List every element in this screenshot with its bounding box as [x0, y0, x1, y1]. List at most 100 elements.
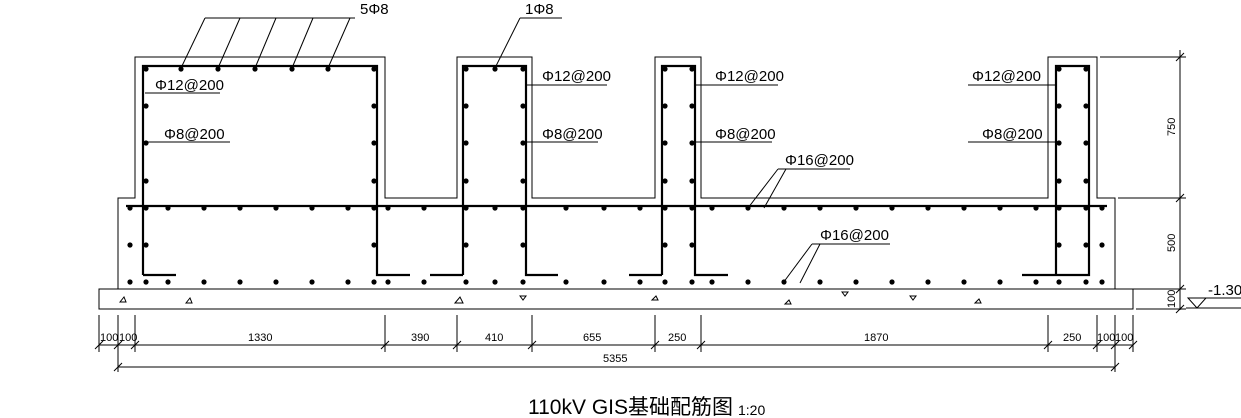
rebar-dot [689, 140, 695, 146]
leaders [145, 17, 1056, 284]
rebar-dot [237, 205, 243, 211]
rebar-dot [520, 66, 526, 72]
dim-seg-2: 100 [119, 332, 137, 344]
rebar-cages [126, 64, 1107, 277]
rebar-dot [385, 205, 391, 211]
rebar-dot [1056, 205, 1062, 211]
dim-seg-11: 100 [1115, 332, 1133, 344]
label-stirrup-p1: Φ12@200 [155, 77, 224, 94]
rebar-dot [463, 205, 469, 211]
label-top-single: 1Φ8 [525, 1, 554, 18]
rebar-dot [709, 279, 715, 285]
rebar-dot [997, 205, 1003, 211]
dim-seg-10: 100 [1097, 332, 1115, 344]
rebar-dot [127, 242, 133, 248]
rebar-dot [1056, 66, 1062, 72]
label-stirrup-p4: Φ12@200 [972, 68, 1041, 85]
rebar-dot [345, 205, 351, 211]
rebar-dot [178, 66, 184, 72]
dim-seg-3: 1330 [248, 332, 272, 344]
rebar-dot [1083, 279, 1089, 285]
rebar-dot [309, 279, 315, 285]
dim-seg-7: 250 [668, 332, 686, 344]
rebar-dot [463, 279, 469, 285]
rebar-dot [1083, 242, 1089, 248]
rebar-dot [143, 66, 149, 72]
rebar-dot [1083, 140, 1089, 146]
rebar-dot [689, 205, 695, 211]
rebar-dot [961, 279, 967, 285]
rebar-dot [237, 279, 243, 285]
rebar-dot [463, 178, 469, 184]
rebar-dot [520, 242, 526, 248]
rebar-dot [252, 66, 258, 72]
rebar-dot [463, 140, 469, 146]
rebar-dot [662, 66, 668, 72]
rebar-dot [520, 178, 526, 184]
rebar-dot [215, 66, 221, 72]
rebar-dot [1056, 140, 1062, 146]
rebar-dot [689, 103, 695, 109]
rebar-dot [781, 205, 787, 211]
rebar-dot [961, 205, 967, 211]
rebar-dot [492, 279, 498, 285]
rebar-dot [745, 279, 751, 285]
dim-seg-6: 655 [583, 332, 601, 344]
rebar-dot [925, 205, 931, 211]
dim-total: 5355 [603, 353, 627, 365]
label-base-upper: Φ16@200 [785, 152, 854, 169]
rebar-dot [563, 279, 569, 285]
rebar-dot [662, 205, 668, 211]
label-stirrup-p3: Φ12@200 [715, 68, 784, 85]
rebar-dot [201, 205, 207, 211]
rebar-dot [1033, 205, 1039, 211]
rebar-dot [143, 279, 149, 285]
rebar-dot [143, 178, 149, 184]
rebar-dot [165, 205, 171, 211]
rebar-dots [127, 66, 1105, 285]
dim-seg-8: 1870 [864, 332, 888, 344]
rebar-dot [463, 103, 469, 109]
rebar-dot [143, 103, 149, 109]
dim-vertical-100: 100 [1166, 290, 1178, 308]
rebar-dot [165, 279, 171, 285]
rebar-dot [662, 242, 668, 248]
label-stirrup-p2: Φ12@200 [542, 68, 611, 85]
rebar-dot [520, 140, 526, 146]
drawing-scale: 1:20 [738, 402, 765, 418]
rebar-dot [143, 140, 149, 146]
rebar-dot [371, 205, 377, 211]
rebar-dot [520, 205, 526, 211]
dim-seg-9: 250 [1063, 332, 1081, 344]
rebar-dot [1099, 242, 1105, 248]
rebar-dot [689, 66, 695, 72]
rebar-dot [1033, 279, 1039, 285]
rebar-dot [1099, 205, 1105, 211]
rebar-dot [1083, 178, 1089, 184]
rebar-dot [709, 205, 715, 211]
rebar-dot [853, 279, 859, 285]
drawing-title: 110kV GIS基础配筋图 [528, 396, 733, 418]
rebar-dot [325, 66, 331, 72]
rebar-dot [1056, 279, 1062, 285]
rebar-dot [143, 205, 149, 211]
rebar-dot [1083, 205, 1089, 211]
rebar-dot [925, 279, 931, 285]
cushion-layer [98, 288, 1134, 310]
rebar-dot [1056, 103, 1062, 109]
rebar-dot [1083, 66, 1089, 72]
rebar-dot [689, 242, 695, 248]
rebar-dot [492, 205, 498, 211]
rebar-dot [201, 279, 207, 285]
rebar-dot [1056, 242, 1062, 248]
rebar-dot [463, 66, 469, 72]
label-side-p2: Φ8@200 [542, 126, 603, 143]
rebar-dot [273, 279, 279, 285]
rebar-dot [492, 66, 498, 72]
rebar-dot [127, 279, 133, 285]
rebar-dot [463, 242, 469, 248]
rebar-dot [371, 279, 377, 285]
elevation-label: -1.30 [1208, 282, 1241, 299]
rebar-dot [309, 205, 315, 211]
